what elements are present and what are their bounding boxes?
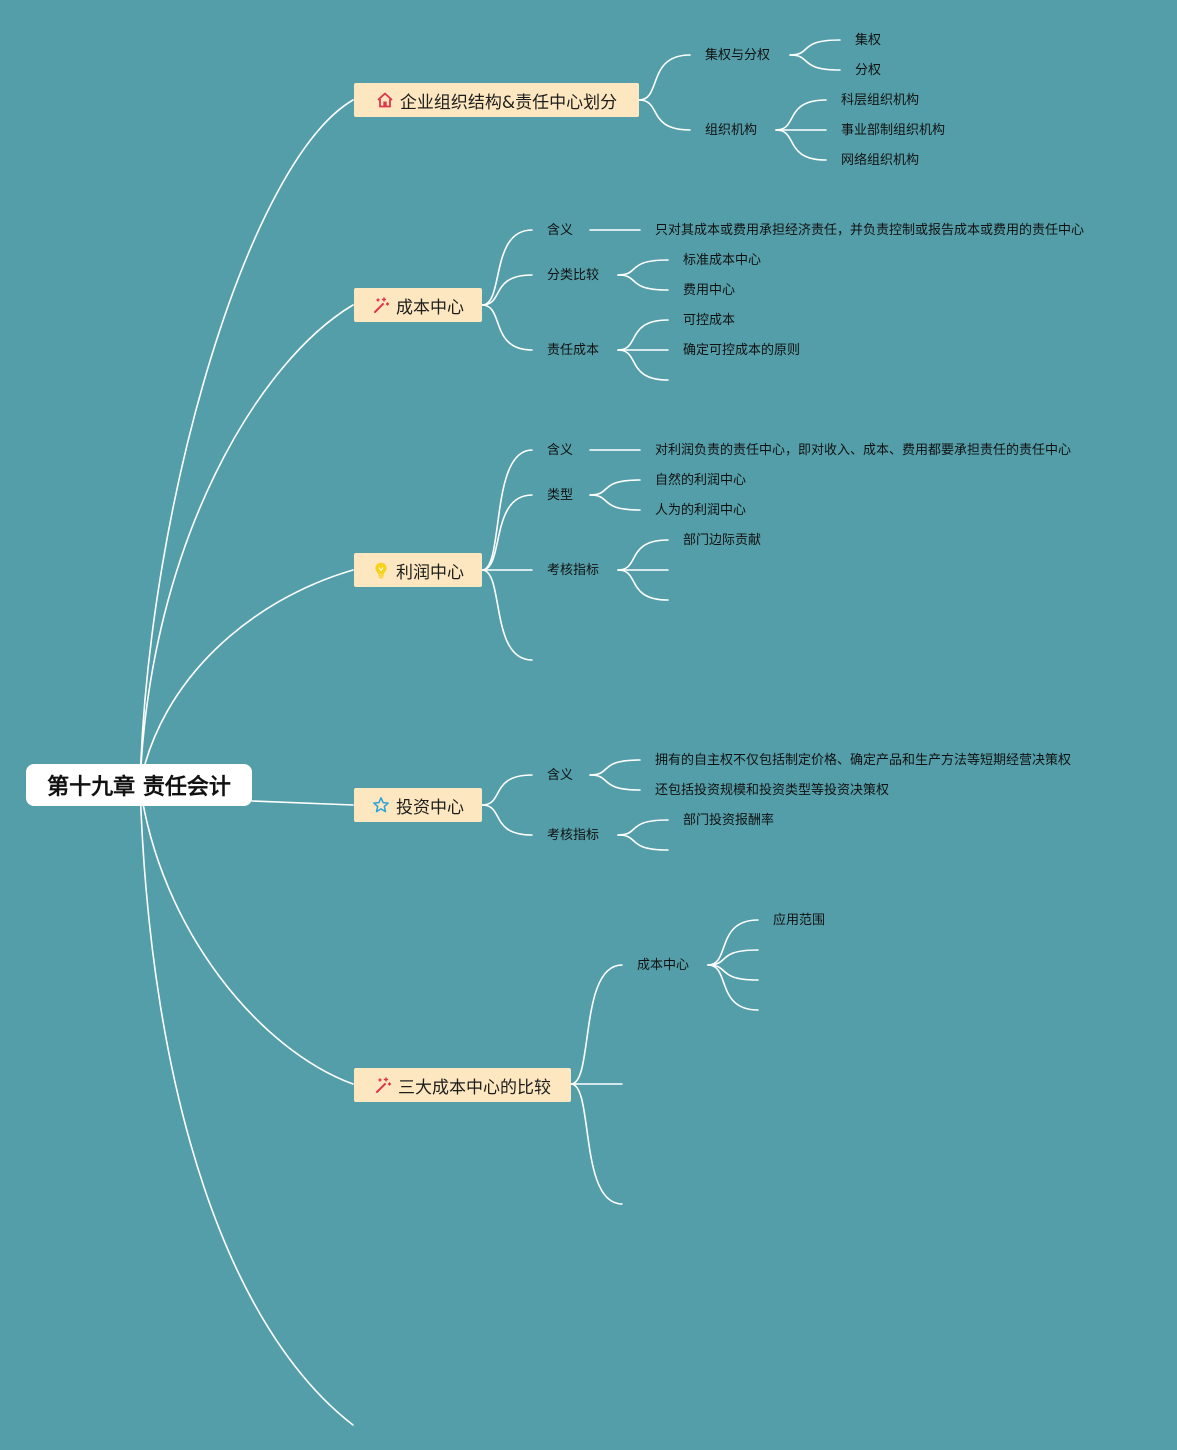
node-dept-roi[interactable]: 部门投资报酬率	[683, 813, 775, 828]
node-investment-decision[interactable]: 还包括投资规模和投资类型等投资决策权	[655, 783, 890, 798]
link-inv-m-1	[589, 759, 641, 776]
node-controllable-cost[interactable]: 可控成本	[683, 313, 736, 328]
root-topic[interactable]: 第十九章 责任会计	[26, 764, 252, 806]
lightbulb-icon	[372, 561, 390, 579]
link-root-org	[139, 99, 354, 786]
node-profit-indicators[interactable]: 考核指标	[547, 563, 600, 578]
link-types-1	[589, 479, 641, 496]
node-hierarchical[interactable]: 科层组织机构	[841, 93, 920, 108]
link-cent-2	[789, 54, 841, 71]
link-profit-types	[481, 494, 533, 571]
node-expense-center[interactable]: 费用中心	[683, 283, 736, 298]
node-cost-meaning-detail[interactable]: 只对其成本或费用承担经济责任，并负责控制或报告成本或费用的责任中心	[655, 223, 1085, 238]
node-divisional[interactable]: 事业部制组织机构	[841, 123, 946, 138]
branch-comparison[interactable]: 三大成本中心的比较	[354, 1068, 571, 1102]
branch-org-label: 企业组织结构&责任中心划分	[399, 92, 618, 113]
node-standard-cost-center[interactable]: 标准成本中心	[683, 253, 762, 268]
link-inv-meaning	[481, 774, 533, 806]
link-cost-class	[481, 274, 533, 306]
node-centralized[interactable]: 集权	[855, 33, 882, 48]
link-cost-meaning	[481, 229, 533, 306]
branch-profit-label: 利润中心	[396, 562, 464, 583]
node-investment-autonomy[interactable]: 拥有的自主权不仅包括制定价格、确定产品和生产方法等短期经营决策权	[655, 753, 1072, 768]
branch-org-structure[interactable]: 企业组织结构&责任中心划分	[354, 83, 639, 117]
branch-cost-label: 成本中心	[396, 297, 464, 318]
node-dept-marginal-contribution[interactable]: 部门边际贡献	[683, 533, 762, 548]
node-profit-types[interactable]: 类型	[547, 488, 574, 503]
link-cmp-c-1	[707, 919, 759, 966]
node-natural-profit-center[interactable]: 自然的利润中心	[655, 473, 747, 488]
node-application-scope[interactable]: 应用范围	[773, 913, 826, 928]
branch-profit-center[interactable]: 利润中心	[354, 553, 482, 587]
node-cost-classification[interactable]: 分类比较	[547, 268, 600, 283]
node-decentralized[interactable]: 分权	[855, 63, 882, 78]
link-profit-extra	[481, 569, 533, 661]
link-inv-indicators	[481, 804, 533, 836]
node-responsibility-cost[interactable]: 责任成本	[547, 343, 600, 358]
node-profit-meaning[interactable]: 含义	[547, 443, 574, 458]
node-org-structure[interactable]: 组织机构	[705, 123, 758, 138]
branch-investment-center[interactable]: 投资中心	[354, 788, 482, 822]
link-root-extra	[139, 784, 354, 1426]
node-network[interactable]: 网络组织机构	[841, 153, 920, 168]
link-class-2	[617, 274, 669, 291]
link-cmp-c-2	[707, 949, 759, 966]
link-struct-1	[775, 99, 827, 131]
link-cent-1	[789, 39, 841, 56]
node-compare-cost-center[interactable]: 成本中心	[637, 958, 690, 973]
link-resp-3	[617, 349, 669, 381]
link-cmp-3	[570, 1083, 623, 1205]
link-types-2	[589, 494, 641, 511]
link-ind-1	[617, 539, 669, 571]
link-cost-resp	[481, 304, 533, 351]
link-root-investment	[251, 800, 354, 806]
node-artificial-profit-center[interactable]: 人为的利润中心	[655, 503, 747, 518]
node-centralization[interactable]: 集权与分权	[705, 48, 771, 63]
link-resp-1	[617, 319, 669, 351]
magic-wand-icon	[374, 1076, 392, 1094]
link-class-1	[617, 259, 669, 276]
node-profit-meaning-detail[interactable]: 对利润负责的责任中心，即对收入、成本、费用都要承担责任的责任中心	[655, 443, 1072, 458]
node-investment-meaning[interactable]: 含义	[547, 768, 574, 783]
link-org-structure	[638, 99, 691, 131]
node-controllable-principle[interactable]: 确定可控成本的原则	[683, 343, 801, 358]
link-root-compare	[139, 784, 354, 1085]
node-investment-indicators[interactable]: 考核指标	[547, 828, 600, 843]
link-profit-meaning	[481, 449, 533, 571]
link-org-centralization	[638, 54, 691, 101]
link-inv-m-2	[589, 774, 641, 791]
link-cmp-cost	[570, 964, 623, 1085]
link-ind-3	[617, 569, 669, 601]
node-cost-meaning[interactable]: 含义	[547, 223, 574, 238]
link-inv-i-1	[617, 819, 669, 836]
star-icon	[372, 796, 390, 814]
link-struct-3	[775, 129, 827, 161]
link-cmp-c-4	[707, 964, 759, 1011]
house-icon	[376, 91, 394, 109]
branch-investment-label: 投资中心	[396, 797, 464, 818]
magic-wand-icon	[372, 296, 390, 314]
branch-compare-label: 三大成本中心的比较	[398, 1077, 551, 1098]
link-root-profit	[139, 569, 354, 786]
link-root-cost	[139, 304, 354, 786]
branch-cost-center[interactable]: 成本中心	[354, 288, 482, 322]
link-inv-i-2	[617, 834, 669, 851]
